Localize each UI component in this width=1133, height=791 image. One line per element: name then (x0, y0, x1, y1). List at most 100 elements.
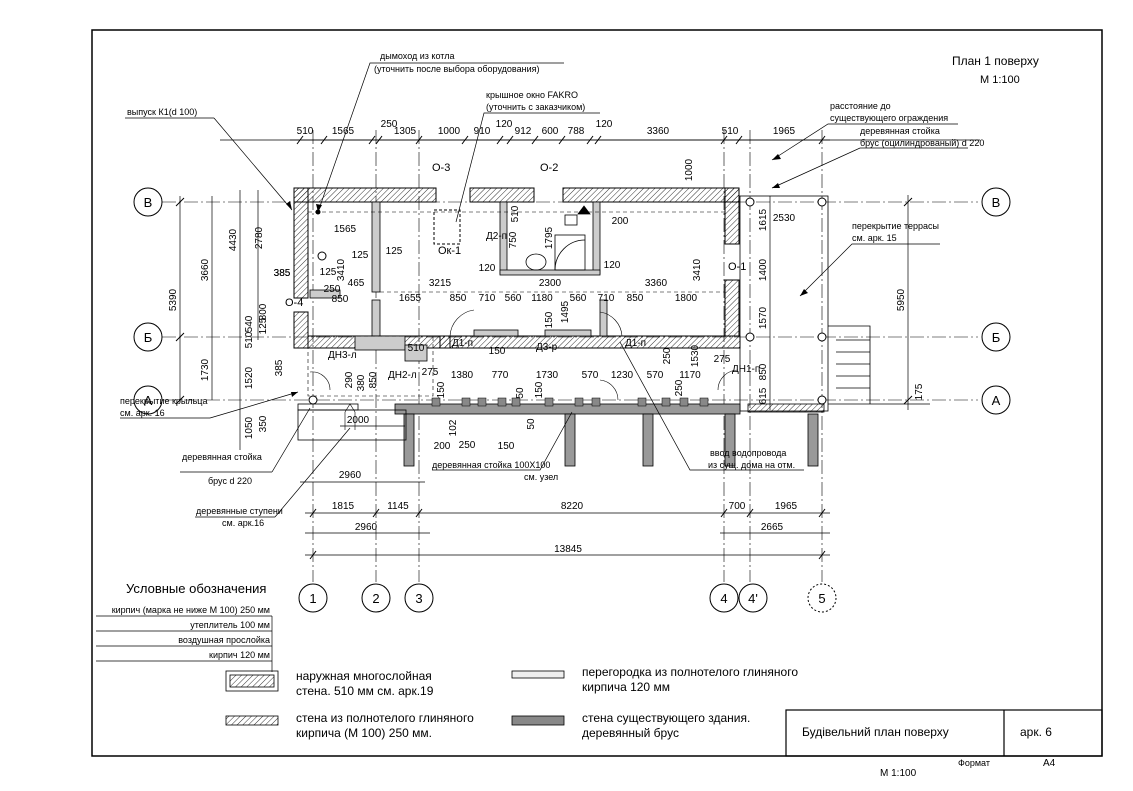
left-dim: 1050 (244, 416, 255, 439)
mark-window-o2: О-2 (540, 162, 558, 174)
interior-dim: 1000 (684, 158, 695, 181)
interior-dim: 2530 (773, 213, 796, 224)
interior-dim: 125 (320, 267, 337, 278)
top-dim: 1965 (773, 126, 796, 137)
legend-layer: воздушная прослойка (178, 635, 270, 645)
interior-dim: 120 (604, 260, 621, 271)
terrace (739, 195, 930, 413)
interior-dim: 250 (324, 284, 341, 295)
legend-layer: утеплитель 100 мм (190, 620, 270, 630)
bottom-dim: 8220 (561, 501, 584, 512)
interior-dim: 250 (674, 379, 685, 396)
chimney (315, 209, 327, 261)
legend-layer-lines (96, 615, 273, 672)
callout-porch-note: см. арк. 16 (120, 408, 165, 418)
title-block-sheet-number: арк. 6 (1020, 725, 1052, 739)
exterior-walls (293, 187, 741, 349)
legend-item-existing-wall-2: деревянный брус (582, 726, 679, 740)
callout-post4: деревянная стойка 100Х100 (432, 460, 550, 470)
legend-item-existing-wall: стена существующего здания. (582, 711, 750, 725)
interior-dim: 1230 (611, 370, 634, 381)
existing-building (297, 403, 819, 467)
interior-dim: 1180 (531, 293, 553, 304)
axis-2: 2 (372, 591, 379, 606)
interior-dim: 150 (436, 381, 447, 398)
right-dim: 5950 (896, 288, 907, 311)
callout-roof-window-note: (уточнить с заказчиком) (486, 102, 585, 112)
interior-dim: 850 (368, 371, 379, 388)
interior-dim: 1795 (544, 226, 555, 249)
callout-post3-note: брус d 220 (208, 476, 252, 486)
bottom-dim: 2665 (761, 522, 784, 533)
axis-4prime: 4' (748, 591, 758, 606)
callout-steps-note: см. арк.16 (222, 518, 264, 528)
axis-right-Б: Б (992, 330, 1001, 345)
interior-dim: 3410 (692, 258, 703, 281)
interior-dim: 850 (627, 293, 644, 304)
legend-swatches (225, 670, 565, 726)
title-block-scale: М 1:100 (880, 768, 917, 779)
interior-dim: 1730 (536, 370, 559, 381)
dimension-ticks (175, 135, 913, 560)
top-dim: 600 (542, 126, 559, 137)
callout-steps: деревянные ступени (196, 506, 283, 516)
interior-dim: 850 (450, 293, 467, 304)
interior-dim: 3410 (336, 258, 347, 281)
axis-left-А: А (144, 393, 153, 408)
top-dim: 510 (722, 126, 739, 137)
interior-dim: 770 (492, 370, 509, 381)
interior-dim: 1655 (399, 293, 422, 304)
interior-dim: 850 (332, 294, 349, 305)
callout-terrace-note: см. арк. 15 (852, 233, 897, 243)
legend-title: Условные обозначения (126, 581, 266, 596)
callout-post-note: брус (оцилиндрованый) d 220 (860, 138, 984, 148)
interior-dim: 2960 (339, 470, 362, 481)
legend-item-brick-wall-2: кирпича (М 100) 250 мм. (296, 726, 432, 740)
interior-dim: 120 (479, 263, 496, 274)
mark-door-d2: Д2-п (486, 231, 507, 242)
mark-door-d3: Д3-р (536, 342, 558, 353)
right-dim: 615 (758, 387, 769, 404)
axis-left-В: В (144, 195, 153, 210)
left-dim: 385 (274, 359, 285, 376)
callout-fence-note: существующего ограждения (830, 113, 948, 123)
bathroom-fixtures (525, 205, 591, 271)
title-block-sheet-title: Будівельний план поверху (802, 725, 949, 739)
plan-scale: М 1:100 (980, 74, 1020, 86)
bottom-dim: 2960 (355, 522, 378, 533)
top-dim: 120 (496, 119, 513, 130)
title-block-frame (785, 709, 1103, 757)
left-dim: 4430 (228, 228, 239, 251)
top-dim: 510 (297, 126, 314, 137)
mark-door-dn2: ДН2-л (388, 370, 417, 381)
mark-door-dn1: ДН1-п (732, 364, 760, 375)
legend-item-exterior-wall: наружная многослойная (296, 669, 432, 683)
interior-dim: 290 (344, 371, 355, 388)
interior-dim: 710 (598, 293, 615, 304)
left-dim: 125 (258, 317, 269, 334)
axis-4: 4 (720, 591, 727, 606)
left-dim: 1730 (200, 358, 211, 381)
porch-stair (344, 403, 356, 430)
callout-terrace: перекрытие террасы (852, 221, 939, 231)
top-dim: 120 (596, 119, 613, 130)
callout-outlet: выпуск К1(d 100) (127, 107, 197, 117)
interior-dim: 2300 (539, 278, 562, 289)
interior-dim: 200 (434, 441, 451, 452)
legend-layer: кирпич (марка не ниже М 100) 250 мм (112, 605, 270, 615)
callout-leaders (120, 62, 968, 518)
mark-door-d1b: Д1-п (625, 338, 646, 349)
mark-window-o4: О-4 (285, 297, 303, 309)
interior-dim: 510 (408, 343, 425, 354)
beam-lines (307, 211, 725, 397)
bottom-dim: 1145 (387, 501, 409, 512)
callout-porch: перекрытие крыльца (120, 396, 207, 406)
interior-dim: 1170 (679, 370, 701, 381)
interior-dim: 1380 (451, 370, 474, 381)
callout-post4-note: см. узел (524, 472, 558, 482)
legend-item-brick-wall: стена из полнотелого глиняного (296, 711, 474, 725)
interior-dim: 50 (526, 418, 537, 430)
title-block-format-label: Формат (958, 758, 990, 768)
top-dim: 3360 (647, 126, 670, 137)
mark-door-d1a: Д1-п (452, 338, 473, 349)
